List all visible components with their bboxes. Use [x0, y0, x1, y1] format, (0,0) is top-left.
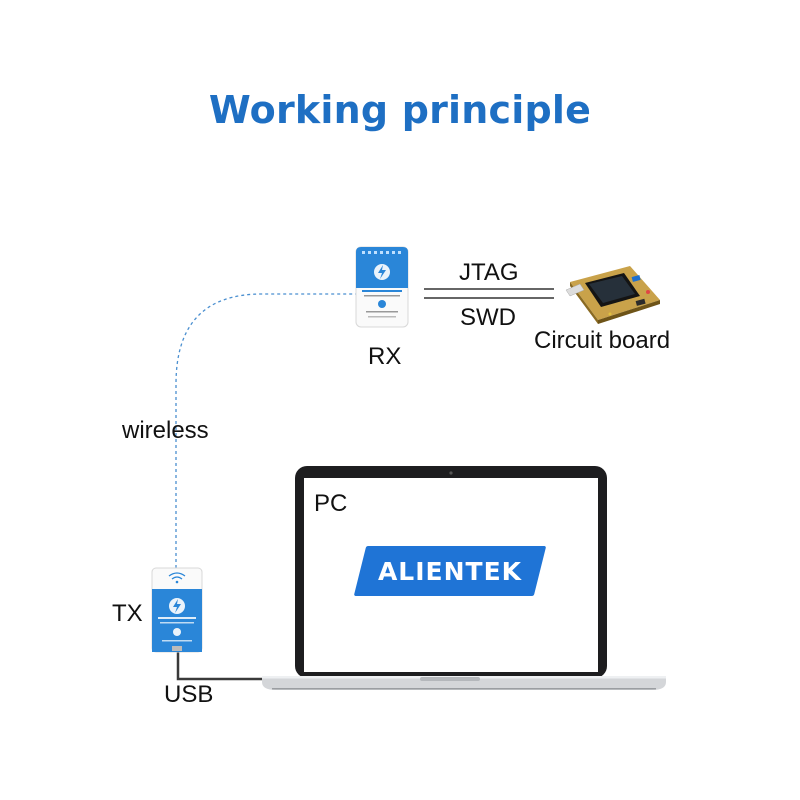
jtag-label: JTAG	[459, 259, 519, 286]
pc-label: PC	[314, 490, 348, 517]
swd-label: SWD	[460, 304, 516, 331]
wireless-link	[175, 293, 356, 568]
circuit-board-label: Circuit board	[534, 327, 671, 354]
usb-cable	[176, 652, 262, 681]
tx-module	[151, 567, 203, 653]
wireless-label: wireless	[122, 417, 209, 444]
tx-label: TX	[112, 600, 143, 627]
rx-module	[355, 246, 409, 328]
page-title: Working principle	[208, 88, 592, 132]
jtag-swd-lines	[424, 288, 554, 299]
circuit-board	[565, 266, 660, 324]
rx-label: RX	[368, 343, 402, 370]
usb-label: USB	[164, 681, 214, 708]
alientek-logo-text: ALIENTEK	[377, 556, 523, 586]
alientek-logo: ALIENTEK	[353, 546, 547, 596]
